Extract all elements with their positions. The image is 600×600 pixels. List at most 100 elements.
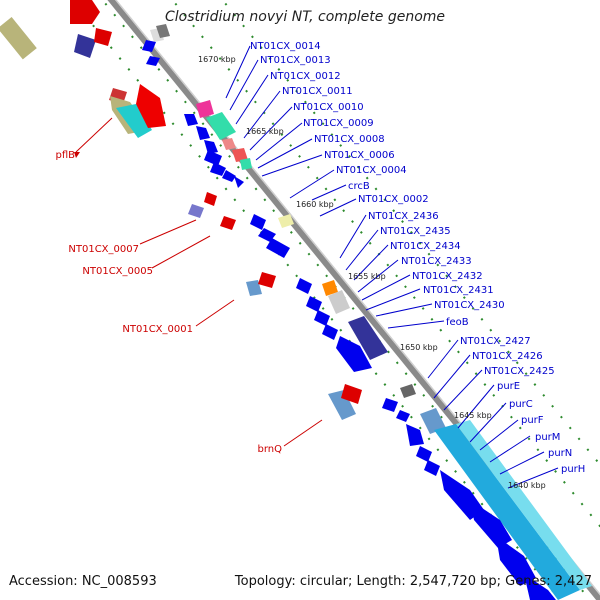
feature-arrow: [496, 536, 536, 586]
ruler-tick-label: 1660 kbp: [296, 200, 334, 209]
feature-arrow: [204, 150, 222, 166]
leader-line: [283, 419, 323, 447]
gene-label[interactable]: NT01CX_2426: [472, 351, 543, 362]
gene-label[interactable]: NT01CX_2433: [401, 256, 472, 267]
gene-label[interactable]: feoB: [446, 317, 469, 328]
feature-arrow: [188, 204, 204, 218]
feature-block: [328, 390, 356, 420]
gene-label[interactable]: NT01CX_2427: [460, 336, 531, 347]
feature-arrow: [524, 574, 556, 600]
ruler-tick-label: 1645 kbp: [454, 411, 492, 420]
feature-block: [206, 112, 236, 140]
feature-arrow: [74, 34, 96, 58]
feature-arrow: [258, 228, 276, 242]
feature-arrow: [258, 272, 276, 288]
gene-label[interactable]: NT01CX_2434: [390, 241, 461, 252]
gene-label[interactable]: NT01CX_2432: [412, 271, 483, 282]
feature-arrow: [184, 114, 198, 126]
feature-arrow: [142, 40, 156, 52]
leader-line: [433, 354, 471, 399]
feature-arrow: [306, 296, 322, 312]
gene-label[interactable]: NT01CX_0006: [324, 150, 395, 161]
feature-block: [232, 148, 248, 162]
leader-line: [375, 303, 433, 317]
ruler-guide-outer-left: [71, 0, 561, 600]
leader-line: [365, 288, 421, 311]
feature-arrow: [424, 460, 440, 476]
gene-label[interactable]: NT01CX_2431: [423, 285, 494, 296]
leader-line: [479, 419, 519, 451]
gene-label[interactable]: purH: [561, 464, 585, 475]
feature-block: [420, 408, 446, 434]
leader-line: [489, 435, 531, 463]
feature-arrow: [136, 84, 166, 128]
feature-arrow: [70, 0, 100, 24]
gene-label[interactable]: NT01CX_0009: [303, 118, 374, 129]
feature-block: [278, 214, 294, 228]
gene-label[interactable]: NT01CX_0010: [293, 102, 364, 113]
gene-label[interactable]: purF: [521, 415, 544, 426]
gene-label[interactable]: purC: [509, 399, 533, 410]
leader-line: [311, 184, 347, 201]
feature-arrow: [396, 410, 410, 422]
leader-line: [427, 339, 459, 379]
leader-line: [353, 244, 389, 281]
feature-arrow: [250, 214, 266, 230]
gene-label[interactable]: NT01CX_0014: [250, 41, 321, 52]
feature-arrow: [406, 424, 424, 446]
gene-label[interactable]: NT01CX_0001: [122, 324, 193, 335]
feature-arrow: [222, 170, 236, 182]
ruler-tick-label: 1665 kbp: [246, 127, 284, 136]
gene-label[interactable]: NT01CX_0007: [68, 244, 139, 255]
feature-arrow: [322, 324, 338, 340]
forward-gene-labels: NT01CX_0014 NT01CX_0013 NT01CX_0012 NT01…: [250, 41, 585, 475]
leader-line: [235, 74, 269, 125]
feature-block: [456, 420, 592, 590]
feature-arrow: [94, 28, 112, 46]
feature-arrow: [336, 336, 372, 372]
ruler-guide-inner-right: [171, 0, 600, 528]
gene-label[interactable]: brnQ: [258, 444, 283, 455]
gene-label[interactable]: NT01CX_0005: [82, 266, 153, 277]
feature-block: [434, 424, 580, 600]
leader-line: [139, 219, 197, 245]
gene-label[interactable]: crcB: [348, 181, 370, 192]
ruler-tick-label: 1650 kbp: [400, 343, 438, 352]
feature-block: [400, 384, 416, 398]
leader-line: [195, 299, 235, 327]
leader-line: [255, 122, 303, 161]
leader-line: [225, 45, 251, 99]
gene-label[interactable]: NT01CX_0008: [314, 134, 385, 145]
gene-label[interactable]: NT01CX_0004: [336, 165, 407, 176]
feature-arrow: [234, 176, 244, 188]
leader-line: [261, 154, 323, 177]
gene-label[interactable]: NT01CX_0011: [282, 86, 353, 97]
feature-block: [116, 104, 152, 138]
leader-line: [469, 402, 507, 443]
gene-label[interactable]: NT01CX_0002: [358, 194, 429, 205]
accession-label: Accession: NC_008593: [9, 574, 157, 589]
gene-label[interactable]: NT01CX_2435: [380, 226, 451, 237]
gene-label[interactable]: NT01CX_0013: [260, 55, 331, 66]
gene-label[interactable]: NT01CX_0012: [270, 71, 341, 82]
leader-line: [361, 274, 411, 301]
ruler-tick-label: 1655 kbp: [348, 272, 386, 281]
gene-label[interactable]: pflB: [55, 150, 75, 161]
forward-strand-features: [142, 24, 592, 600]
gene-label[interactable]: purE: [497, 381, 520, 392]
feature-arrow: [314, 310, 330, 326]
gene-label[interactable]: NT01CX_2430: [434, 300, 505, 311]
gene-label[interactable]: NT01CX_2425: [484, 366, 555, 377]
leader-line: [457, 384, 495, 429]
reverse-leader-lines: [75, 117, 323, 447]
feature-arrow: [266, 238, 290, 258]
gene-label[interactable]: NT01CX_2436: [368, 211, 439, 222]
gene-label[interactable]: purN: [548, 448, 572, 459]
leader-line: [443, 369, 483, 411]
feature-arrow: [196, 126, 210, 140]
leader-line: [289, 169, 335, 199]
ruler-tick-label: 1640 kbp: [508, 481, 546, 490]
gene-label[interactable]: purM: [535, 432, 560, 443]
leader-line: [499, 451, 545, 475]
